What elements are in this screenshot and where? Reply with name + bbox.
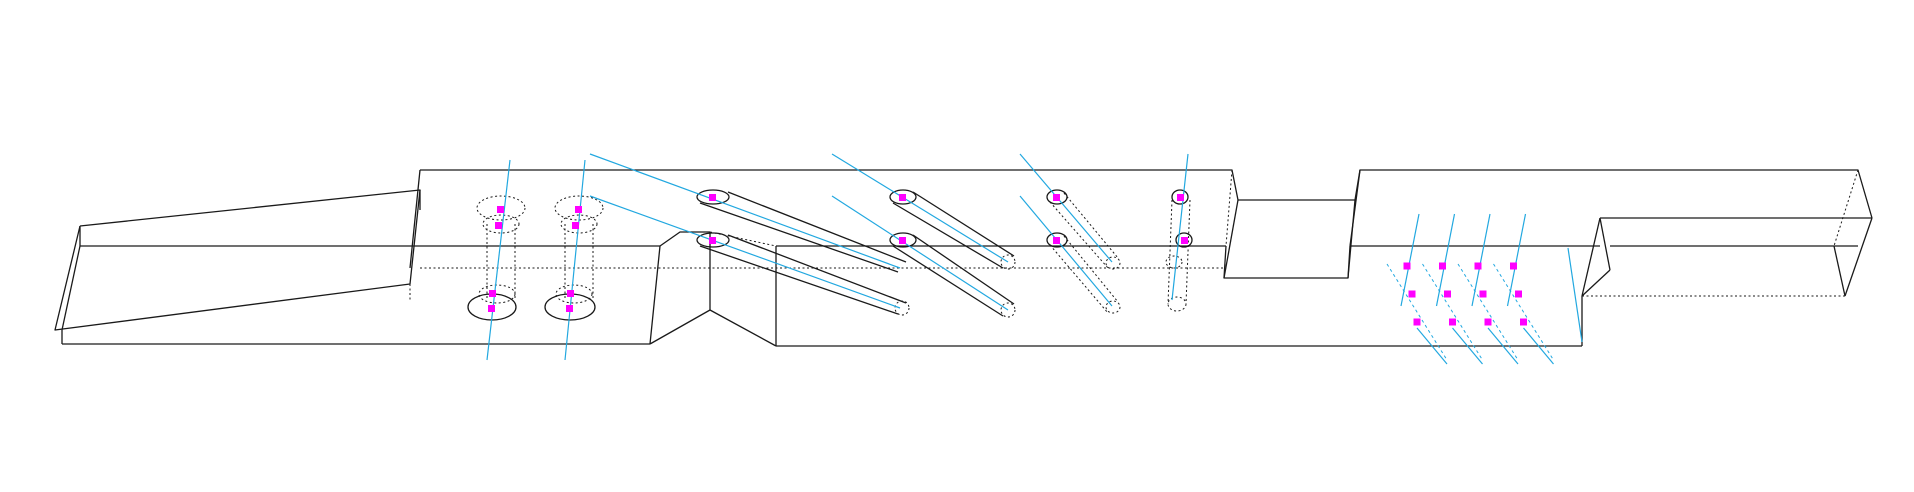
hole-marker	[1053, 194, 1060, 201]
hole-marker	[567, 290, 574, 297]
hole-marker	[1408, 290, 1416, 298]
upright-hole-1[interactable]	[1165, 153, 1193, 312]
angled-hole-1[interactable]	[1019, 153, 1121, 270]
hole-marker	[1053, 237, 1060, 244]
hole-marker	[497, 206, 504, 213]
pattern-axis-hidden	[1457, 263, 1519, 361]
hole-marker	[489, 290, 496, 297]
pattern-axis-tail	[1452, 327, 1483, 365]
hole-marker	[575, 206, 582, 213]
hole-marker	[899, 237, 906, 244]
angled-bore-2[interactable]	[589, 195, 910, 316]
angled-bore-4[interactable]	[831, 195, 1016, 318]
hole-marker	[1403, 262, 1411, 270]
pattern-axis-hidden	[1422, 263, 1483, 361]
hole-marker	[709, 237, 716, 244]
hole-marker	[1444, 290, 1451, 298]
pattern-axis-tail	[1416, 327, 1448, 365]
pattern-axis-hidden	[1386, 263, 1448, 361]
hole-marker	[1479, 290, 1487, 298]
hole-marker	[1484, 318, 1492, 326]
hole-marker	[1510, 262, 1517, 270]
hole-marker	[1181, 237, 1188, 244]
pattern-axis-tail	[1487, 327, 1519, 365]
counterbore-hole-1[interactable]	[467, 159, 526, 361]
angled-hole-2[interactable]	[1019, 195, 1121, 314]
hole-marker	[1439, 262, 1446, 270]
hole-marker	[1515, 290, 1522, 298]
hole-marker	[495, 222, 502, 229]
pattern-axis-tail	[1523, 327, 1554, 365]
hole-marker	[899, 194, 906, 201]
hole-pattern-grid[interactable]	[1386, 213, 1554, 365]
main-body	[61, 169, 1873, 347]
hole-marker	[488, 305, 495, 312]
hole-marker	[1520, 318, 1527, 326]
angled-bore-3[interactable]	[831, 153, 1016, 270]
hole-marker	[1177, 194, 1184, 201]
hole-marker	[1474, 262, 1482, 270]
pattern-axis-hidden	[1493, 263, 1554, 361]
hole-marker	[709, 194, 716, 201]
left-tapered-arm	[54, 189, 421, 331]
counterbore-hole-2[interactable]	[544, 159, 604, 361]
hole-marker	[572, 222, 579, 229]
hole-marker	[566, 305, 573, 312]
angled-bore-1[interactable]	[589, 153, 907, 273]
hole-marker	[1413, 318, 1421, 326]
hole-marker	[1449, 318, 1456, 326]
step-axis	[1567, 247, 1583, 343]
